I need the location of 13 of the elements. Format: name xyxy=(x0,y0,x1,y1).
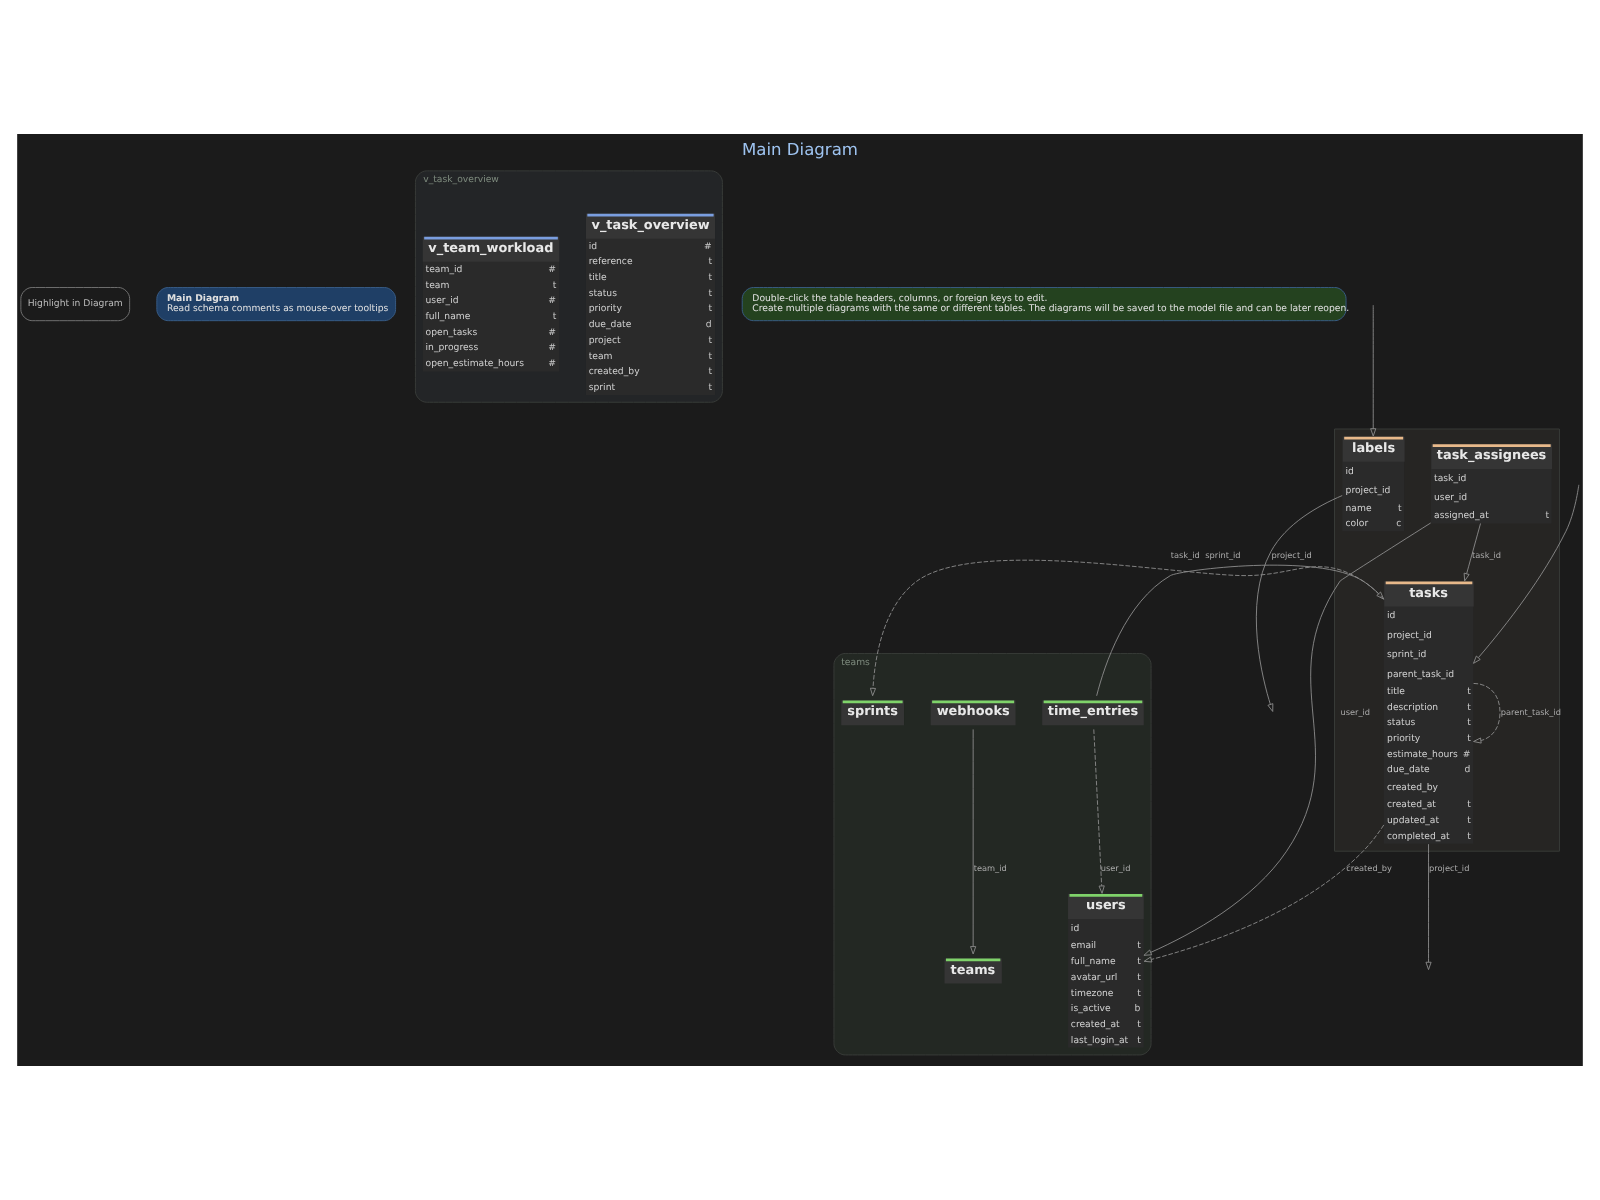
arrow xyxy=(1473,682,1501,744)
arrow xyxy=(869,559,1385,697)
arrow xyxy=(970,728,977,955)
arrow xyxy=(1463,523,1481,582)
arrow xyxy=(1093,728,1105,894)
arrow xyxy=(1425,843,1432,971)
diagram-title: Main Diagram xyxy=(742,138,858,159)
arrow xyxy=(1370,304,1377,437)
arrow xyxy=(1255,495,1343,712)
arrow xyxy=(1143,522,1432,956)
arrow xyxy=(1143,824,1385,963)
arrow xyxy=(1473,484,1580,664)
arrow xyxy=(1096,564,1385,697)
